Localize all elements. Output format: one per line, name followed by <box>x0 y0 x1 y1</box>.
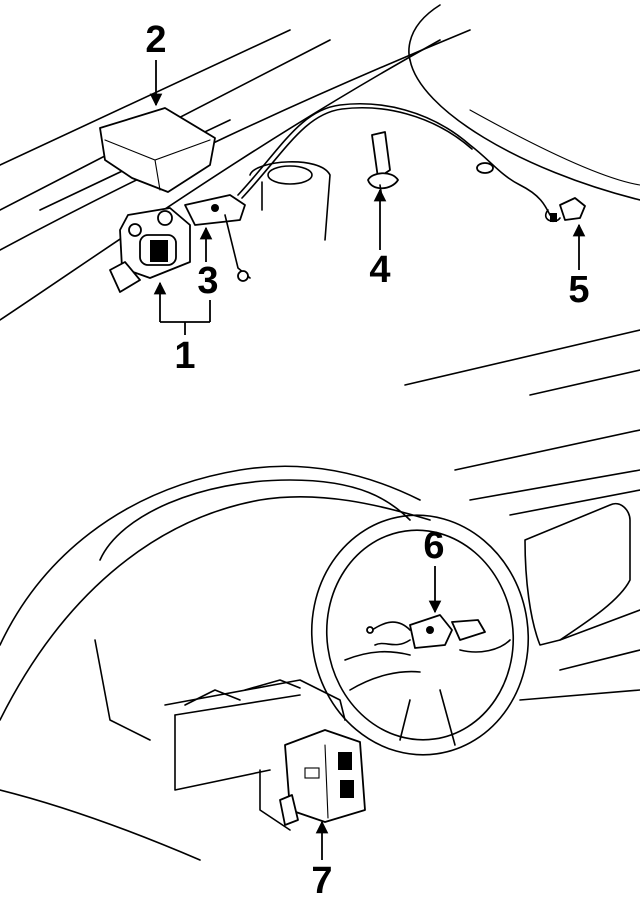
control-cable <box>237 102 551 216</box>
engine-bay-background <box>0 4 640 321</box>
part-6-combination-switch <box>366 614 486 649</box>
steering-wheel <box>310 514 530 756</box>
callout-4: 4 <box>369 188 391 291</box>
part-7-control-module <box>279 729 366 826</box>
callout-6: 6 <box>423 525 445 614</box>
part-3-bracket <box>184 194 251 282</box>
dashboard-background <box>0 329 640 861</box>
callout-1-label: 1 <box>174 335 195 377</box>
callout-7: 7 <box>311 820 333 897</box>
callout-7-label: 7 <box>311 860 332 897</box>
part-5-switch <box>544 197 586 222</box>
part-4-sensor <box>367 131 399 199</box>
callout-2: 2 <box>145 19 167 107</box>
callout-4-label: 4 <box>369 249 390 291</box>
callout-5: 5 <box>568 223 590 311</box>
callout-5-label: 5 <box>568 269 589 311</box>
callout-3-label: 3 <box>197 260 218 302</box>
callout-3: 3 <box>197 226 219 302</box>
callout-1: 1 <box>153 281 211 377</box>
callout-2-label: 2 <box>145 19 166 61</box>
callout-6-label: 6 <box>423 525 444 567</box>
part-1-actuator <box>109 207 191 293</box>
part-2-cover <box>99 107 216 193</box>
